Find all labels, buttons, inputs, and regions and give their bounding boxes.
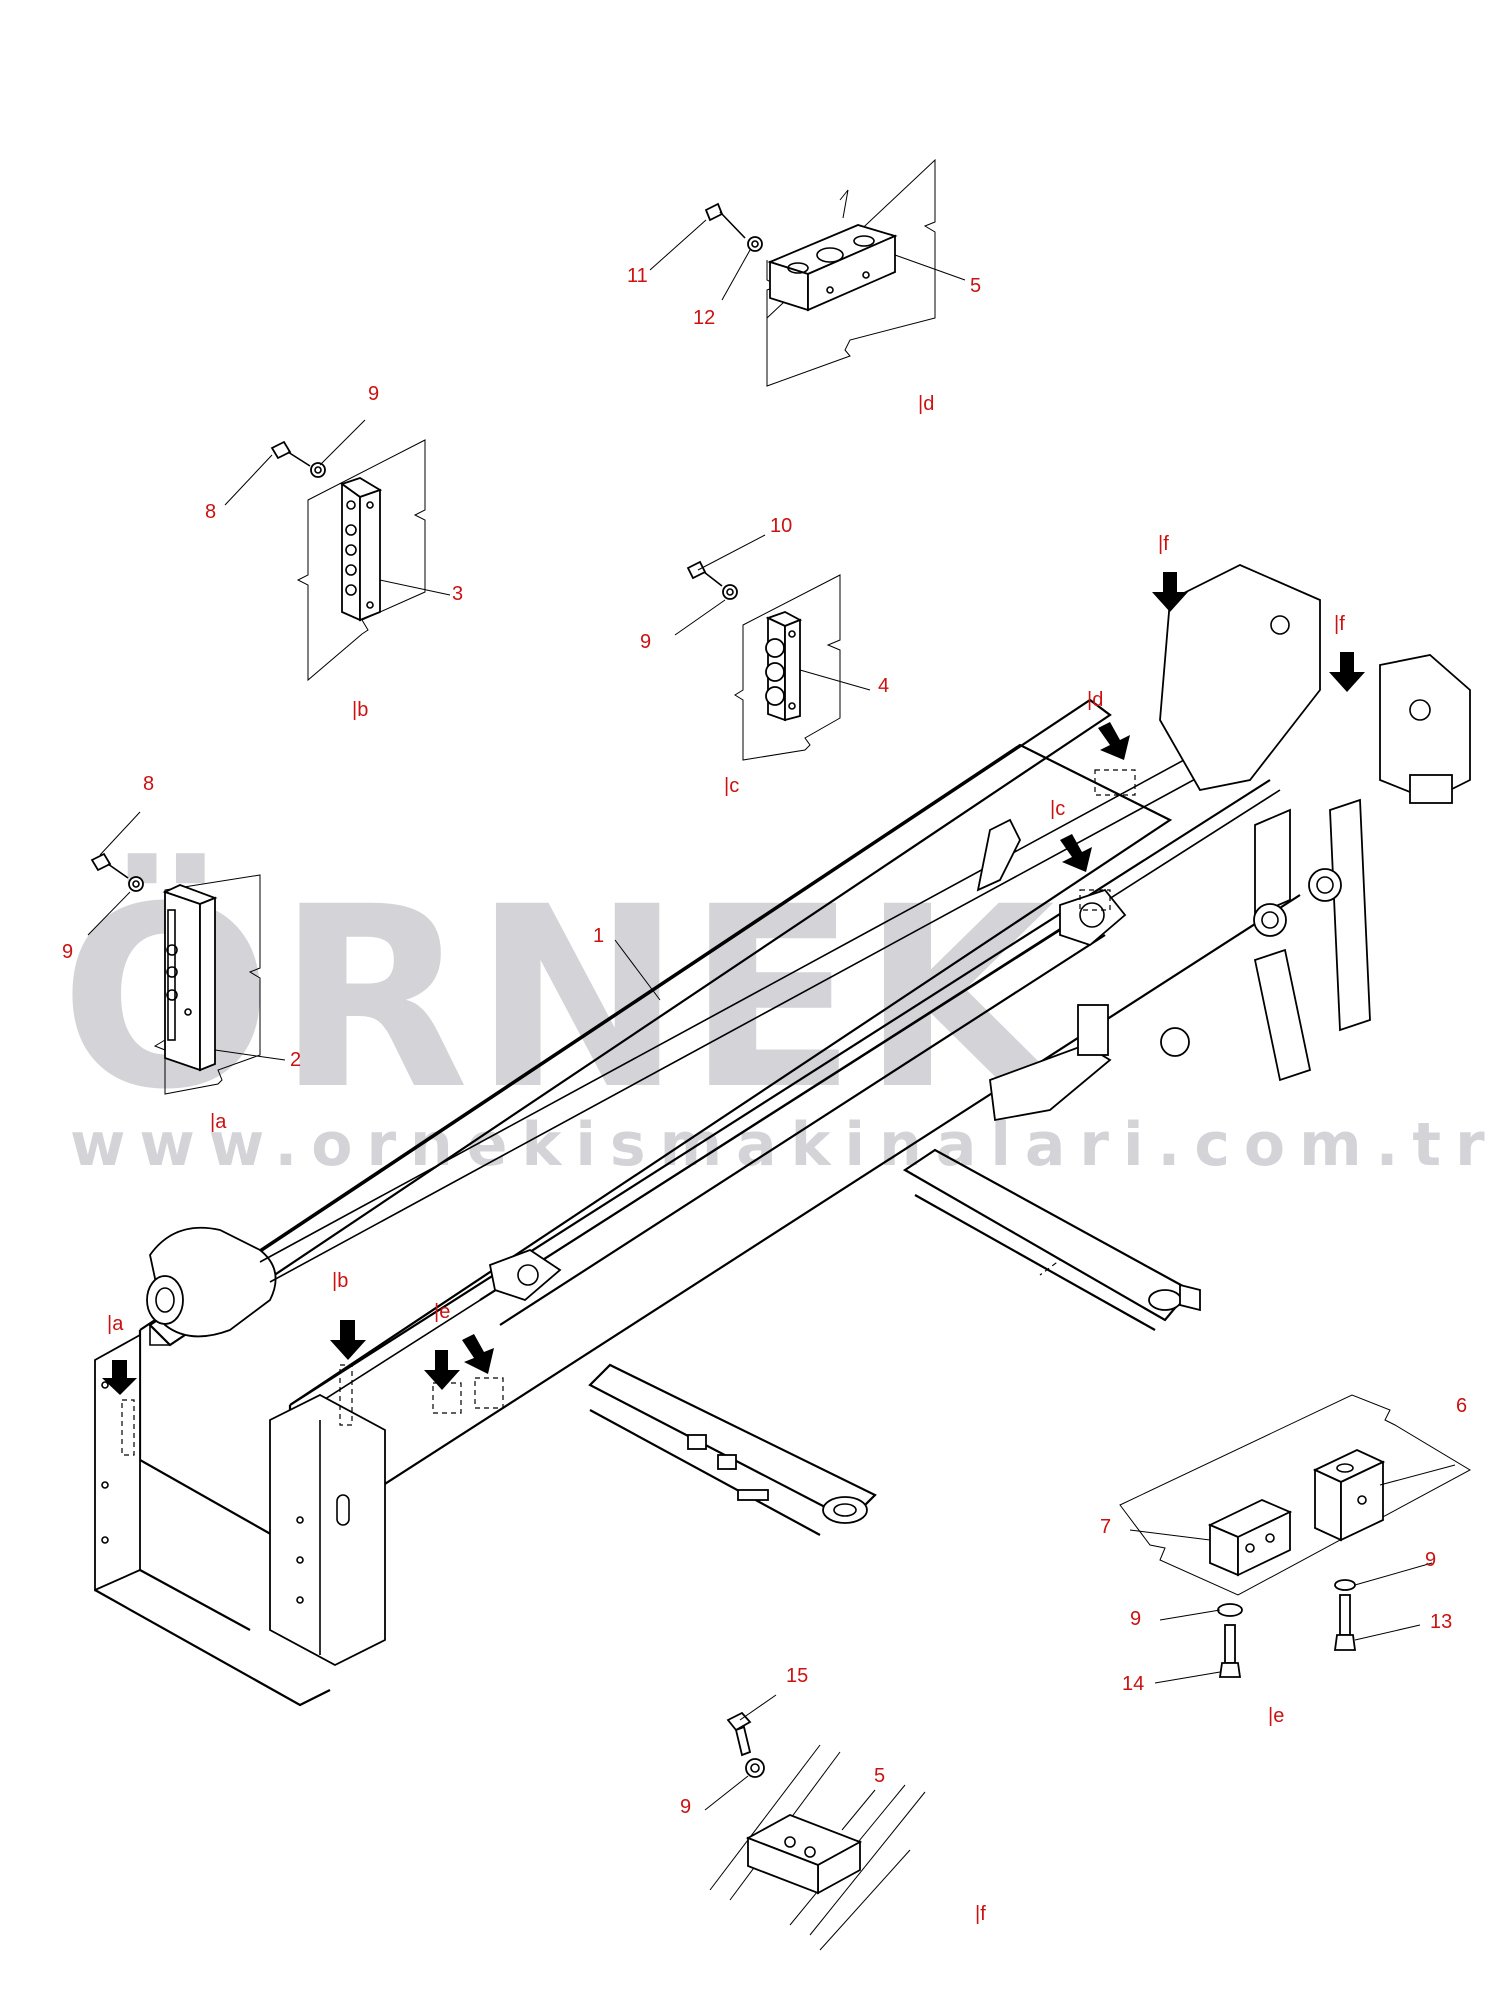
- detail-b: [224, 419, 451, 682]
- callout-9-b: 9: [368, 383, 379, 405]
- arrow-marker-e1: [424, 1350, 460, 1390]
- detail-ref-c-view: |c: [724, 775, 739, 797]
- callout-2: 2: [290, 1049, 301, 1071]
- callout-1: 1: [593, 925, 604, 947]
- detail-ref-c-main: |c: [1050, 798, 1065, 820]
- detail-f: [704, 1694, 926, 1951]
- detail-c: [674, 534, 871, 761]
- callout-9-e-left: 9: [1130, 1608, 1141, 1630]
- detail-d: [649, 158, 966, 387]
- detail-ref-d-view: |d: [918, 393, 934, 415]
- callout-8-a: 8: [143, 773, 154, 795]
- detail-ref-a-view: |a: [210, 1111, 227, 1133]
- arrow-marker-a: [102, 1360, 137, 1395]
- arrow-marker-e2: [462, 1334, 494, 1374]
- callout-labels: 11 12 5 |d 9 8 3 |b 10 9 4 |c 8 9 2 |a 1…: [62, 265, 1467, 1925]
- callout-3: 3: [452, 583, 463, 605]
- detail-ref-a-main: |a: [107, 1313, 124, 1335]
- boom-assembly: [94, 564, 1471, 1707]
- callout-14: 14: [1122, 1673, 1144, 1695]
- detail-ref-d-main: |d: [1087, 689, 1103, 711]
- detail-ref-b-view: |b: [352, 699, 368, 721]
- callout-5-top: 5: [970, 275, 981, 297]
- callout-8-b: 8: [205, 501, 216, 523]
- detail-ref-f-main-1: |f: [1158, 533, 1169, 555]
- callout-15: 15: [786, 1665, 808, 1687]
- detail-ref-f-view: |f: [975, 1903, 986, 1925]
- callout-9-f: 9: [680, 1796, 691, 1818]
- arrow-marker-f2: [1329, 652, 1365, 692]
- arrow-marker-d: [1098, 722, 1130, 760]
- callout-5-bottom: 5: [874, 1765, 885, 1787]
- callout-7: 7: [1100, 1516, 1111, 1538]
- watermark-brand: ÖRNEK: [60, 853, 1063, 1144]
- detail-ref-f-main-2: |f: [1334, 613, 1345, 635]
- callout-9-e-right: 9: [1425, 1549, 1436, 1571]
- detail-a: [87, 811, 286, 1095]
- arrow-marker-c: [1060, 834, 1092, 872]
- callout-9-c: 9: [640, 631, 651, 653]
- detail-e: [1119, 1394, 1472, 1684]
- callout-12: 12: [693, 307, 715, 329]
- callout-4: 4: [878, 675, 889, 697]
- arrow-marker-b: [330, 1320, 366, 1360]
- detail-ref-e-view: |e: [1268, 1705, 1284, 1727]
- watermark-url: www.ornekismakinalari.com.tr: [70, 1110, 1499, 1180]
- detail-ref-e-main: |e: [434, 1301, 450, 1323]
- detail-ref-b-main: |b: [332, 1270, 348, 1292]
- callout-6: 6: [1456, 1395, 1467, 1417]
- callout-10: 10: [770, 515, 792, 537]
- callout-11: 11: [627, 265, 648, 287]
- arrow-marker-f1: [1152, 572, 1188, 612]
- callout-9-a: 9: [62, 941, 73, 963]
- callout-13: 13: [1430, 1611, 1452, 1633]
